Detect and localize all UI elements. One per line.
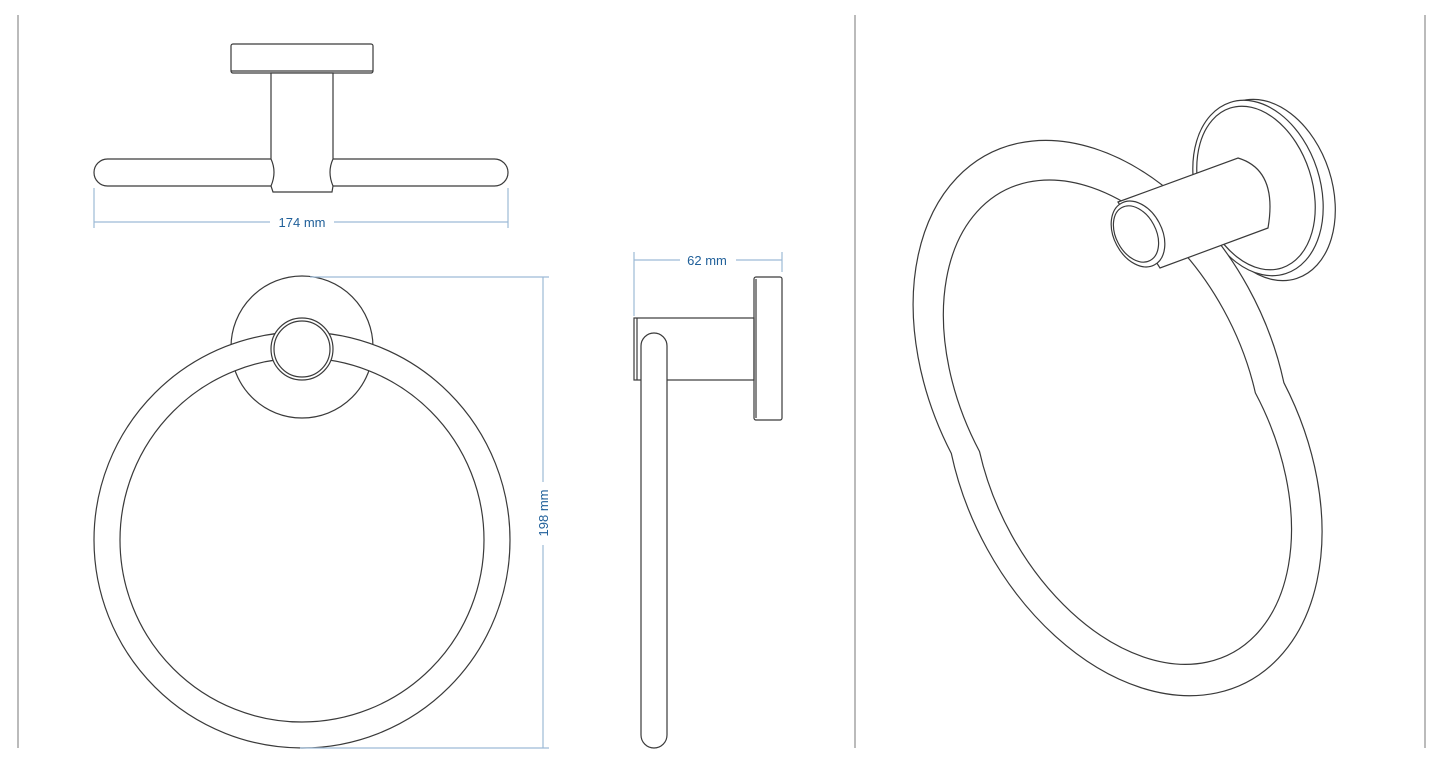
- top-view: 174 mm: [93, 43, 509, 230]
- top-view-stem: [270, 72, 334, 193]
- depth-dimension-label: 62 mm: [687, 253, 727, 268]
- iso-end-cap: [1110, 200, 1166, 268]
- front-view: 198 mm: [93, 275, 551, 749]
- iso-ring: [912, 139, 1323, 697]
- side-view: 62 mm: [633, 252, 783, 749]
- top-view-plate: [230, 43, 374, 74]
- front-view-knob: [270, 317, 334, 381]
- width-dimension-label: 174 mm: [279, 215, 326, 230]
- side-view-plate: [753, 276, 783, 421]
- side-view-stem: [633, 317, 755, 381]
- front-view-ring: [93, 331, 511, 749]
- isometric-view: [912, 98, 1336, 697]
- height-dimension-label: 198 mm: [536, 490, 551, 537]
- side-view-arm: [640, 332, 668, 749]
